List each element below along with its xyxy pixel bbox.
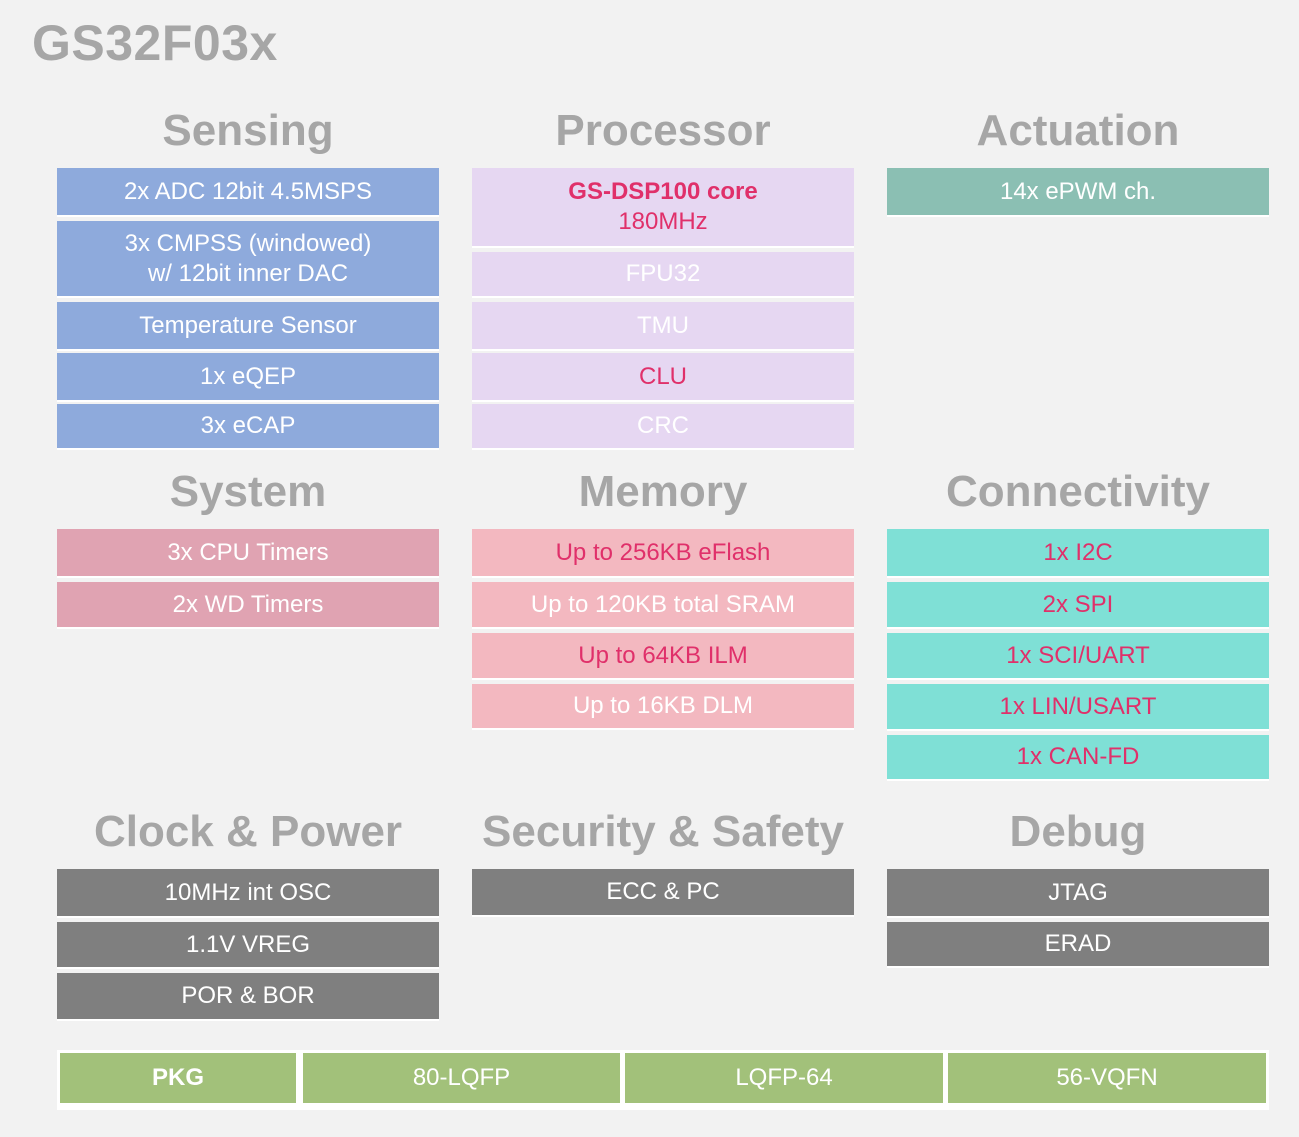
connectivity-block-i2c: 1x I2C [887,529,1269,578]
sensing-heading: Sensing [162,106,334,155]
block-label: 2x WD Timers [172,590,324,618]
system-heading: System [169,467,327,516]
processor-heading: Processor [555,106,771,155]
processor-block-clu: CLU [472,353,854,402]
clock-power-heading: Clock & Power [93,807,403,856]
sensing-block-adc: 2x ADC 12bit 4.5MSPS [57,168,439,217]
pkg-option-80-lqfp: 80-LQFP [303,1053,620,1103]
memory-block-sram: Up to 120KB total SRAM [472,582,854,629]
block-label: Up to 16KB DLM [572,692,754,719]
block-label: 1x I2C [1043,538,1113,566]
debug-block-jtag: JTAG [887,869,1269,918]
block-label: 1x CAN-FD [1016,743,1140,770]
block-label: 1.1V VREG [185,930,311,958]
memory-block-eflash: Up to 256KB eFlash [472,529,854,578]
block-label: Up to 256KB eFlash [555,538,771,566]
page-title: GS32F03x [32,15,278,71]
processor-block-fpu: FPU32 [472,252,854,298]
block-label: FPU32 [625,260,701,287]
sensing-block-temp: Temperature Sensor [57,302,439,351]
block-label: 3x CPU Timers [167,538,329,566]
memory-block-ilm: Up to 64KB ILM [472,633,854,680]
clock-block-osc: 10MHz int OSC [57,869,439,918]
block-label: CLU [638,362,687,390]
block-label: Up to 120KB total SRAM [530,590,796,618]
pkg-label: PKG [60,1053,296,1103]
connectivity-heading: Connectivity [945,467,1211,516]
block-label: Temperature Sensor [139,311,357,339]
block-label: GS-DSP100 core [568,178,758,205]
block-label: 1x SCI/UART [1006,641,1150,669]
block-label: JTAG [1048,878,1108,906]
block-label: POR & BOR [181,982,315,1009]
sensing-block-eqep: 1x eQEP [57,353,439,402]
sensing-block-ecap: 3x eCAP [57,404,439,450]
system-block-cpu-timers: 3x CPU Timers [57,529,439,578]
processor-block-core: GS-DSP100 core 180MHz [472,168,854,248]
clock-block-por-bor: POR & BOR [57,973,439,1021]
package-row: PKG 80-LQFP LQFP-64 56-VQFN [57,1050,1269,1110]
block-label: TMU [637,311,689,339]
actuation-block-epwm: 14x ePWM ch. [887,168,1269,217]
connectivity-block-sci-uart: 1x SCI/UART [887,633,1269,680]
block-label: 14x ePWM ch. [999,177,1157,205]
block-sublabel: 180MHz [618,208,708,235]
connectivity-block-lin-usart: 1x LIN/USART [887,684,1269,731]
block-label: Up to 64KB ILM [578,641,748,669]
debug-block-erad: ERAD [887,922,1269,968]
block-label: CRC [637,412,689,439]
system-block-wd-timers: 2x WD Timers [57,582,439,629]
block-label: ERAD [1044,930,1112,957]
pkg-option-56-vqfn: 56-VQFN [948,1053,1266,1103]
connectivity-block-can-fd: 1x CAN-FD [887,735,1269,781]
block-sublabel: w/ 12bit inner DAC [147,259,349,287]
sensing-block-cmpss: 3x CMPSS (windowed)w/ 12bit inner DAC [57,221,439,298]
memory-heading: Memory [578,467,748,516]
processor-block-tmu: TMU [472,302,854,351]
security-safety-heading: Security & Safety [482,807,844,856]
block-label: 10MHz int OSC [164,878,332,906]
memory-block-dlm: Up to 16KB DLM [472,684,854,730]
pkg-option-lqfp-64: LQFP-64 [625,1053,943,1103]
block-label: 2x ADC 12bit 4.5MSPS [123,177,373,205]
actuation-heading: Actuation [976,106,1180,155]
clock-block-vreg: 1.1V VREG [57,922,439,969]
block-label: 1x LIN/USART [999,692,1157,720]
block-label: 1x eQEP [199,362,297,390]
block-label: ECC & PC [606,878,720,905]
block-label: 2x SPI [1042,590,1114,618]
block-label: 3x eCAP [200,412,296,439]
connectivity-block-spi: 2x SPI [887,582,1269,629]
processor-block-crc: CRC [472,404,854,450]
block-label: 3x CMPSS (windowed) [124,229,372,257]
debug-heading: Debug [1009,807,1147,856]
security-block-ecc-pc: ECC & PC [472,869,854,917]
